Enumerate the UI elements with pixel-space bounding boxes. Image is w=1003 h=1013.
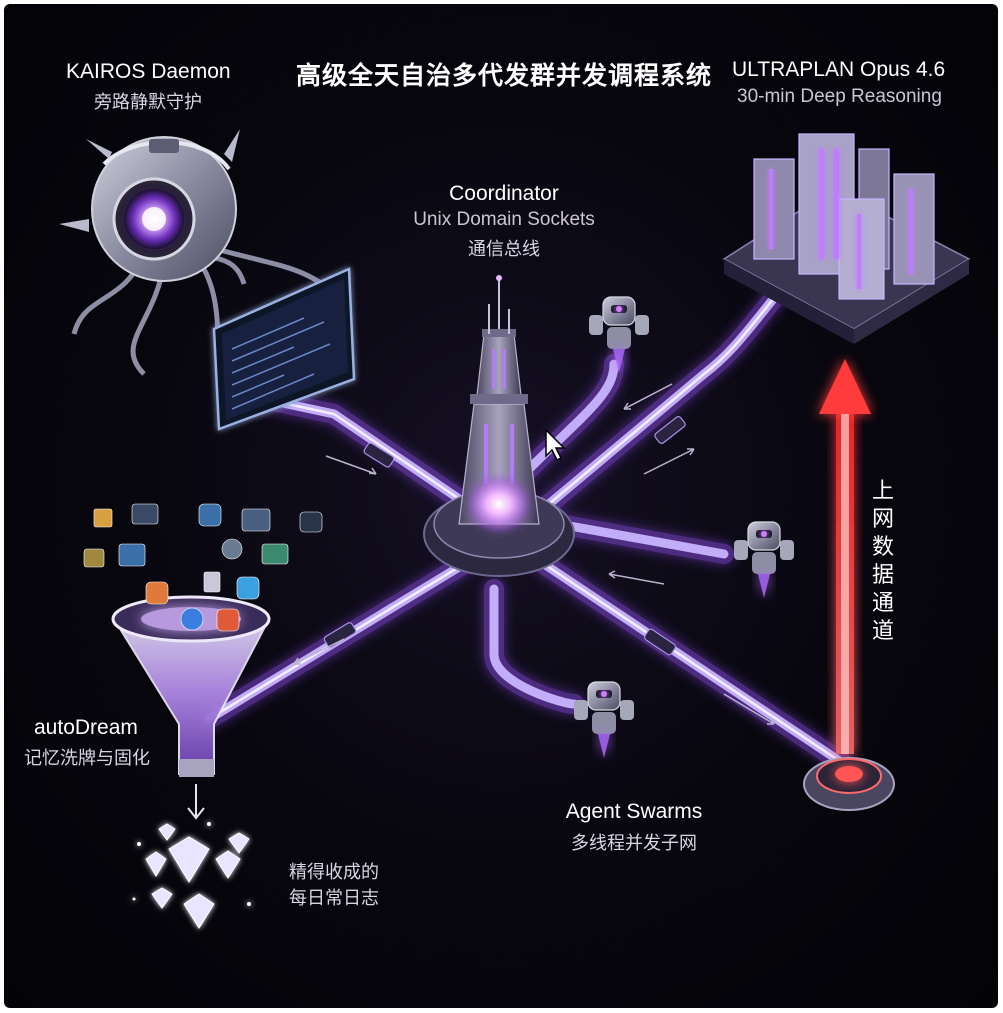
landscape-icon <box>261 543 289 565</box>
camera-icon <box>299 511 323 533</box>
kairos-sublabel: 旁路静默守护 <box>94 92 202 113</box>
orange-app-icon <box>145 581 169 605</box>
cube-icon <box>93 508 113 528</box>
coordinator-label: Coordinator <box>449 182 559 205</box>
settings-icon <box>198 503 222 527</box>
kairos-terminal-screen <box>212 267 356 431</box>
diamonds-label-line1: 精得收成的 <box>289 862 379 883</box>
agent-robot-top <box>589 296 649 373</box>
ultraplan-sublabel: 30-min Deep Reasoning <box>737 86 942 107</box>
diagram-canvas: 高级全天自治多代发群并发调程系统 KAIROS Daemon 旁路静默守护 UL… <box>4 4 998 1008</box>
flow-arrows <box>293 383 775 725</box>
browser-icon <box>180 607 204 631</box>
swarms-sublabel: 多线程并发子网 <box>571 833 697 854</box>
coordinator-sublabel: Unix Domain Sockets <box>413 209 595 230</box>
pipe-swarm-bottom <box>484 579 584 714</box>
ultraplan-label: ULTRAPLAN Opus 4.6 <box>732 58 946 81</box>
document-icon <box>131 503 159 525</box>
autodream-label: autoDream <box>34 716 138 739</box>
uplink-label: 上网数据通道 <box>871 479 894 644</box>
photo-icon <box>118 543 146 567</box>
mouse-cursor-icon <box>545 428 566 462</box>
diagram-title: 高级全天自治多代发群并发调程系统 <box>295 61 712 90</box>
app-icons-cloud <box>83 503 323 632</box>
swarms-label: Agent Swarms <box>565 800 703 823</box>
image-icon <box>241 508 271 532</box>
diamonds-label-line2: 每日常日志 <box>289 888 379 909</box>
uplink-beam <box>819 359 871 754</box>
red-app-icon <box>216 608 240 632</box>
data-packets <box>323 416 686 656</box>
diagram-artwork <box>59 129 971 929</box>
uplink-node <box>803 757 895 811</box>
kairos-label: KAIROS Daemon <box>66 60 231 83</box>
coordinator-hub <box>423 275 575 577</box>
autodream-sublabel: 记忆洗牌与固化 <box>24 748 150 769</box>
output-arrow <box>187 784 205 820</box>
chart-icon <box>83 548 105 568</box>
coordinator-sublabel-cn: 通信总线 <box>468 239 540 260</box>
agent-robot-bottom <box>574 681 634 758</box>
ultraplan-server-cluster <box>722 133 971 344</box>
clipboard-icon <box>203 571 221 593</box>
kairos-daemon-robot <box>59 129 336 387</box>
blue-app-icon <box>236 576 260 600</box>
gear-icon <box>221 538 243 560</box>
agent-robot-right <box>734 521 794 598</box>
diamond-cluster <box>132 822 251 929</box>
